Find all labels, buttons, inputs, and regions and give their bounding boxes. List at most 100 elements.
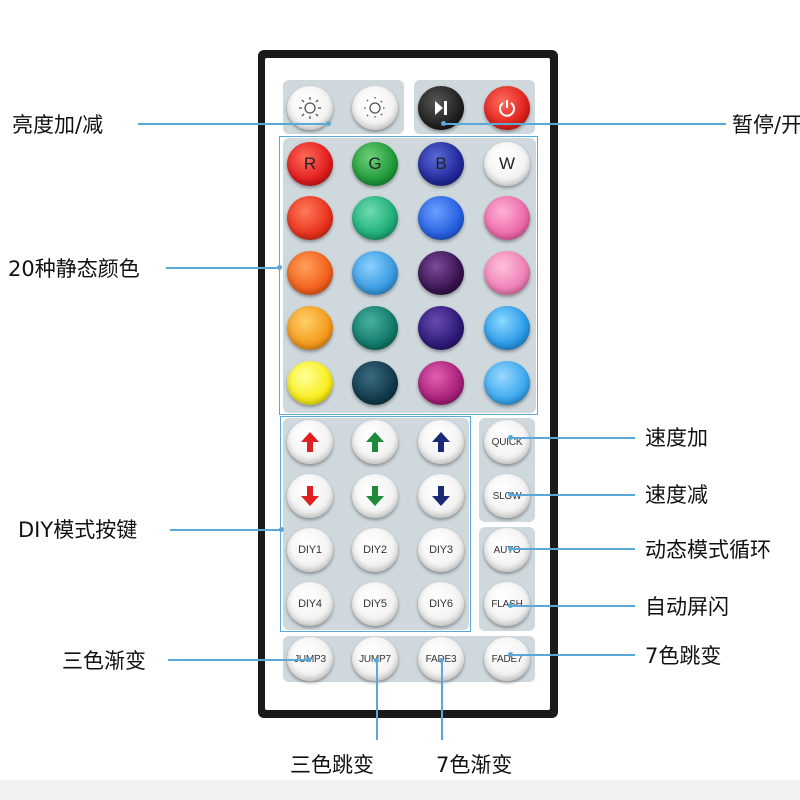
red-up-button[interactable]: [287, 420, 333, 464]
green-button-label: G: [368, 154, 382, 173]
flash-callout-line: [510, 605, 635, 607]
color-button-amber[interactable]: [287, 306, 333, 350]
quick-label: QUICK: [491, 436, 523, 448]
sun-dim-icon: [364, 97, 386, 119]
fade7-callout-line: [510, 654, 635, 656]
brightness-up-button[interactable]: [287, 86, 333, 130]
brightness-callout-dot: [326, 121, 331, 126]
blue-up-button[interactable]: [418, 420, 464, 464]
play-pause-icon: [435, 101, 447, 115]
green-button[interactable]: G: [352, 142, 398, 186]
speed-up-annotation: 速度加: [645, 426, 708, 450]
slow-button[interactable]: SLOW: [484, 474, 530, 518]
green-up-button[interactable]: [352, 420, 398, 464]
red-button-label: R: [303, 154, 317, 173]
diy1-label: DIY1: [298, 544, 322, 556]
diy2-label: DIY2: [363, 544, 387, 556]
fade3-callout-line: [441, 660, 443, 740]
power-icon: [499, 100, 515, 117]
auto-label: AUTO: [493, 544, 521, 556]
diy-callout-line: [170, 529, 281, 531]
flash-label: FLASH: [491, 598, 523, 610]
diy5-label: DIY5: [363, 598, 387, 610]
flash-button[interactable]: FLASH: [484, 582, 530, 626]
color-button-red-orange[interactable]: [287, 196, 333, 240]
pause-annotation: 暂停/开: [732, 113, 800, 137]
fade7-callout-dot: [508, 652, 513, 657]
diy4-button[interactable]: DIY4: [287, 582, 333, 626]
red-down-button[interactable]: [287, 474, 333, 518]
flash-annotation: 自动屏闪: [645, 595, 729, 619]
color-button-light-blue[interactable]: [484, 361, 530, 405]
diy3-button[interactable]: DIY3: [418, 528, 464, 572]
bottom-strip: [0, 780, 800, 800]
color-button-royal-blue[interactable]: [418, 196, 464, 240]
diy1-button[interactable]: DIY1: [287, 528, 333, 572]
fade7-bottom-annotation: 7色渐变: [436, 753, 513, 777]
color-button-yellow[interactable]: [287, 361, 333, 405]
blue-down-button[interactable]: [418, 474, 464, 518]
diy4-label: DIY4: [298, 598, 322, 610]
brightness-down-button[interactable]: [352, 86, 398, 130]
sun-bright-icon: [299, 97, 321, 119]
jump3-callout-dot: [306, 657, 311, 662]
jump7-callout-line: [376, 660, 378, 740]
quick-callout-line: [510, 437, 635, 439]
color-button-indigo[interactable]: [418, 306, 464, 350]
diy3-label: DIY3: [429, 544, 453, 556]
jump7-callout-dot: [374, 658, 379, 663]
power-button[interactable]: [484, 86, 530, 130]
auto-button[interactable]: AUTO: [484, 528, 530, 572]
diy-annotation: DIY模式按键: [18, 518, 138, 542]
arrow-down-green-icon: [366, 486, 384, 506]
slow-label: SLOW: [492, 490, 522, 502]
diy2-button[interactable]: DIY2: [352, 528, 398, 572]
static-colors-callout-dot: [277, 265, 282, 270]
color-button-sky-blue[interactable]: [352, 251, 398, 295]
arrow-up-blue-icon: [432, 432, 450, 452]
brightness-callout-line: [138, 123, 328, 125]
fade7-label: FADE7: [491, 653, 523, 665]
speed-down-annotation: 速度减: [645, 483, 708, 507]
arrow-down-red-icon: [301, 486, 319, 506]
color-button-teal-green[interactable]: [352, 196, 398, 240]
fade7-button[interactable]: FADE7: [484, 637, 530, 681]
arrow-up-red-icon: [301, 432, 319, 452]
diy6-button[interactable]: DIY6: [418, 582, 464, 626]
static-colors-annotation: 20种静态颜色: [8, 257, 140, 281]
auto-callout-dot: [508, 546, 513, 551]
jump3-callout-line: [168, 659, 308, 661]
diy6-label: DIY6: [429, 598, 453, 610]
diy-callout-dot: [279, 527, 284, 532]
fade7-annotation: 7色跳变: [645, 644, 722, 668]
color-button-dark-teal[interactable]: [352, 306, 398, 350]
color-button-orange[interactable]: [287, 251, 333, 295]
color-button-dark-slate[interactable]: [352, 361, 398, 405]
pause-callout-line: [443, 123, 726, 125]
brightness-annotation: 亮度加/减: [12, 113, 104, 137]
fade3-callout-dot: [439, 658, 444, 663]
color-button-azure[interactable]: [484, 306, 530, 350]
jump3-annotation: 三色渐变: [62, 649, 146, 673]
jump3-bottom-annotation: 三色跳变: [290, 753, 374, 777]
white-button[interactable]: W: [484, 142, 530, 186]
color-button-magenta[interactable]: [418, 361, 464, 405]
flash-callout-dot: [508, 603, 513, 608]
white-button-label: W: [498, 154, 516, 173]
red-button[interactable]: R: [287, 142, 333, 186]
green-down-button[interactable]: [352, 474, 398, 518]
blue-button-label: B: [435, 154, 447, 173]
diy5-button[interactable]: DIY5: [352, 582, 398, 626]
blue-button[interactable]: B: [418, 142, 464, 186]
color-button-pink[interactable]: [484, 196, 530, 240]
quick-callout-dot: [508, 435, 513, 440]
quick-button[interactable]: QUICK: [484, 420, 530, 464]
pause-callout-dot: [441, 121, 446, 126]
arrow-up-green-icon: [366, 432, 384, 452]
static-colors-callout-line: [166, 267, 280, 269]
arrow-down-blue-icon: [432, 486, 450, 506]
color-button-deep-purple[interactable]: [418, 251, 464, 295]
auto-callout-line: [510, 548, 635, 550]
slow-callout-dot: [508, 492, 513, 497]
color-button-light-pink[interactable]: [484, 251, 530, 295]
